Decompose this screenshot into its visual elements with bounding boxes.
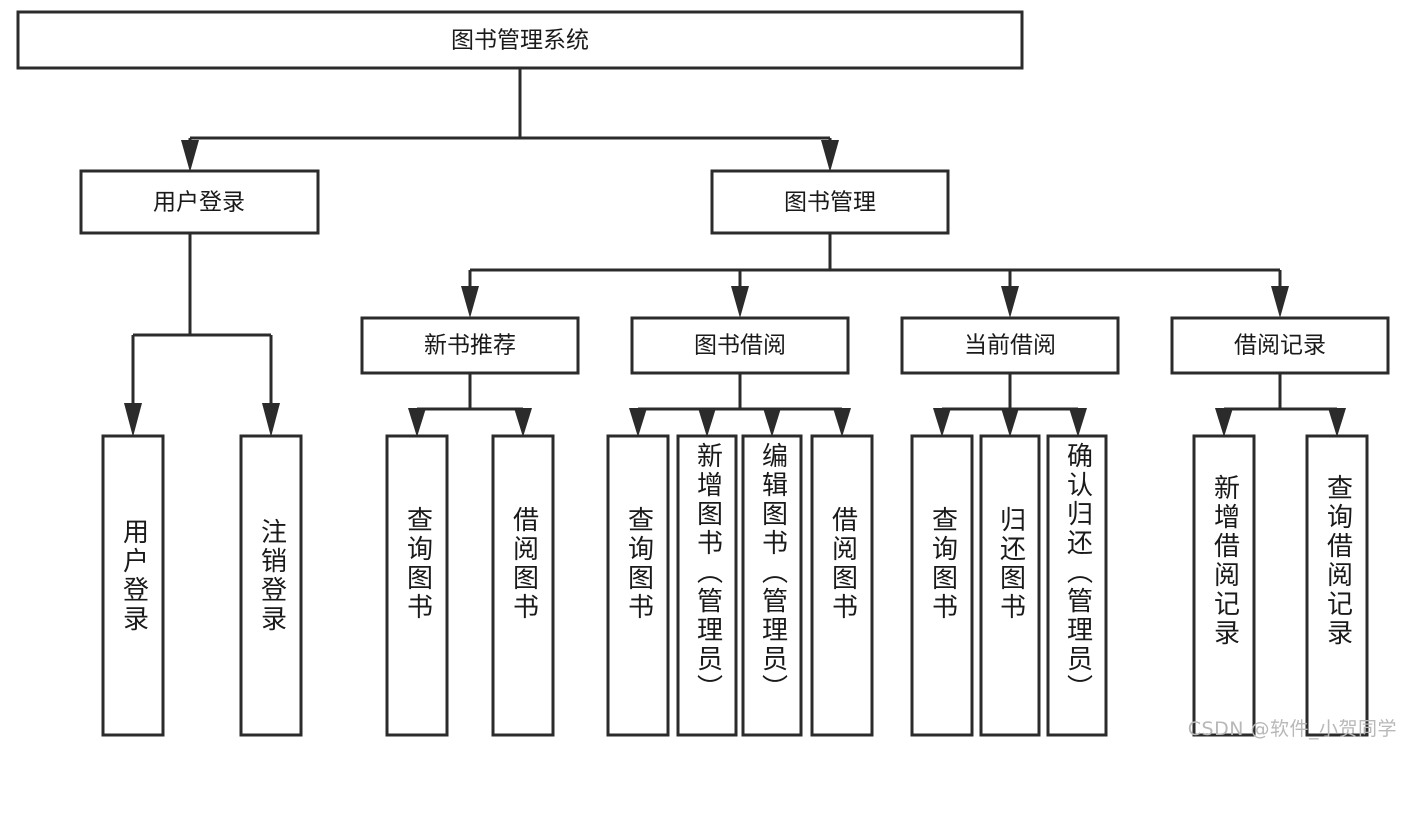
node-book-borrow-box — [630, 316, 850, 375]
leaf-box-user-login[interactable] — [101, 434, 165, 737]
node-current-borrow[interactable]: 当前借阅 — [900, 316, 1120, 375]
node-new-book-recommend-box — [360, 316, 580, 375]
leaf-box-br-query-record[interactable] — [1305, 434, 1369, 737]
csdn-watermark: CSDN @软件_小贺同学 — [1187, 718, 1397, 740]
arrow-head-current-borrow — [1001, 286, 1019, 318]
leaf-box-group — [101, 434, 1369, 737]
node-book-management-label: 图书管理 — [784, 190, 876, 216]
leaf-box-cb-return-book[interactable] — [979, 434, 1041, 737]
arrow-head-cb-leaf1 — [933, 408, 951, 437]
arrow-head-book-mgmt — [821, 140, 839, 172]
leaf-box-cb-confirm-return[interactable] — [1046, 434, 1108, 737]
arrow-head-nbr-leaf2 — [514, 408, 532, 437]
node-current-borrow-box — [900, 316, 1120, 375]
node-root-label: 图书管理系统 — [451, 28, 589, 54]
connector-group — [124, 68, 1346, 437]
node-book-management[interactable]: 图书管理 — [710, 169, 950, 235]
node-book-borrow-label: 图书借阅 — [694, 333, 786, 359]
node-borrow-record[interactable]: 借阅记录 — [1170, 316, 1390, 375]
leaf-box-bb-add-book[interactable] — [676, 434, 738, 737]
arrow-head-br-leaf1 — [1215, 408, 1233, 437]
leaf-box-bb-query-book[interactable] — [606, 434, 670, 737]
arrow-head-new-book — [461, 286, 479, 318]
node-borrow-record-label: 借阅记录 — [1234, 333, 1326, 359]
leaf-box-br-add-record[interactable] — [1192, 434, 1256, 737]
leaf-box-bb-edit-book[interactable] — [741, 434, 803, 737]
node-user-login[interactable]: 用户登录 — [79, 169, 320, 235]
node-new-book-recommend[interactable]: 新书推荐 — [360, 316, 580, 375]
node-current-borrow-label: 当前借阅 — [964, 333, 1056, 359]
node-new-book-recommend-label: 新书推荐 — [424, 333, 516, 359]
arrow-head-bb-leaf2 — [698, 408, 716, 437]
arrow-head-cb-leaf2 — [1001, 408, 1019, 437]
arrow-head-book-borrow — [731, 286, 749, 318]
node-book-borrow[interactable]: 图书借阅 — [630, 316, 850, 375]
arrow-head-bb-leaf3 — [763, 408, 781, 437]
arrow-head-br-leaf2 — [1328, 408, 1346, 437]
arrow-head-nbr-leaf1 — [408, 408, 426, 437]
arrow-head-user-login — [181, 140, 199, 172]
node-root[interactable]: 图书管理系统 — [16, 10, 1024, 70]
arrow-head-leaf-user-login — [124, 403, 142, 437]
node-book-management-box — [710, 169, 950, 235]
flowchart-svg: 图书管理系统 用户登录 图书管理 新书推荐 图书借阅 当前借阅 借阅记录 — [16, 10, 1390, 737]
leaf-box-cb-query-book[interactable] — [910, 434, 974, 737]
node-user-login-box — [79, 169, 320, 235]
arrow-head-borrow-record — [1271, 286, 1289, 318]
node-user-login-label: 用户登录 — [153, 190, 245, 216]
leaf-box-bb-borrow-book[interactable] — [810, 434, 874, 737]
arrow-head-leaf-logout — [262, 403, 280, 437]
leaf-box-logout[interactable] — [239, 434, 303, 737]
arrow-head-cb-leaf3 — [1069, 408, 1087, 437]
arrow-head-bb-leaf1 — [629, 408, 647, 437]
leaf-box-nbr-borrow-book[interactable] — [491, 434, 555, 737]
flowchart-canvas: 图书管理系统 用户登录 图书管理 新书推荐 图书借阅 当前借阅 借阅记录 — [16, 10, 1397, 740]
node-borrow-record-box — [1170, 316, 1390, 375]
node-root-box — [16, 10, 1024, 70]
leaf-box-nbr-query-book[interactable] — [385, 434, 449, 737]
arrow-head-bb-leaf4 — [833, 408, 851, 437]
